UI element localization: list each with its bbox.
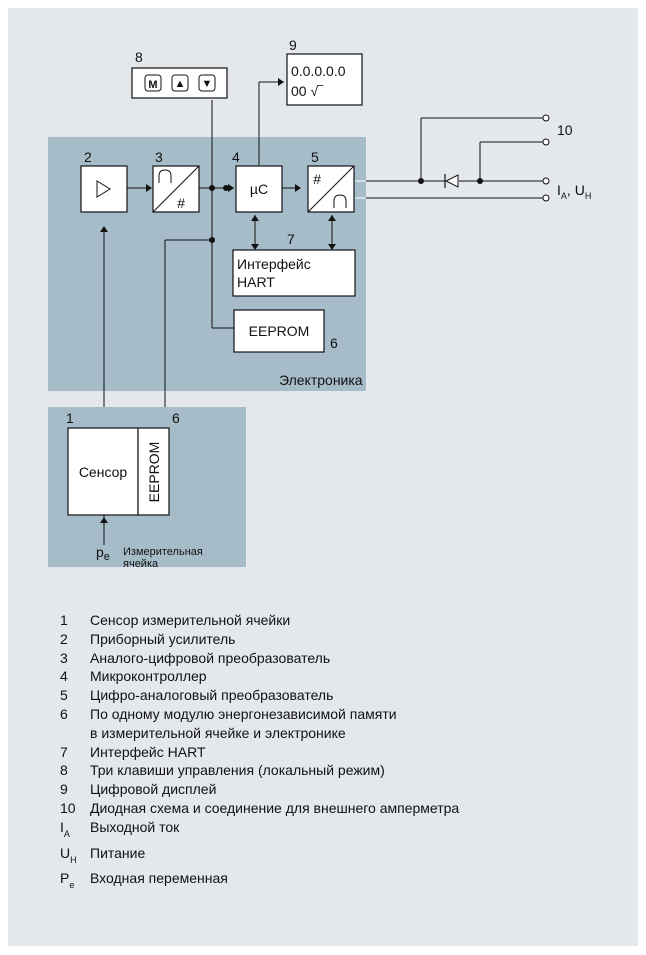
number-7: 7 — [287, 231, 295, 247]
number-3: 3 — [155, 149, 163, 165]
output-wires-inside — [355, 180, 366, 199]
key-down-icon: ▼ — [198, 74, 216, 92]
legend-key: 2 — [60, 630, 68, 647]
legend-key: 1 — [60, 612, 68, 628]
legend-item: 7 Интерфейс HART — [60, 743, 620, 762]
legend-text: Цифровой дисплей — [90, 781, 217, 798]
legend-key: 7 — [60, 743, 68, 760]
arrowheads — [100, 78, 336, 523]
legend-item: 2 Приборный усилитель — [60, 630, 620, 649]
key-up-icon: ▲ — [171, 74, 189, 92]
number-9: 9 — [289, 37, 297, 53]
legend-item: 5 Цифро-аналоговый преобразователь — [60, 686, 620, 705]
electronics-label: Электроника — [279, 372, 363, 388]
block-diagram: # µC # Интерфейс HART EEPROM M ▲ ▼ — [48, 37, 591, 570]
microcontroller-label: µC — [250, 181, 268, 197]
legend-key: 10 — [60, 799, 76, 816]
output-wires-outside — [366, 180, 406, 199]
legend-item: 6 По одному модулю энергонезависимой памя… — [60, 705, 620, 743]
sensor-label: Сенсор — [79, 464, 128, 480]
number-5: 5 — [311, 149, 319, 165]
legend-item: 1 Сенсор измерительной ячейки — [60, 611, 620, 630]
output-label: IA, UH — [557, 182, 591, 201]
legend-key: Pe — [60, 870, 75, 891]
dac-diagonal — [307, 165, 355, 213]
amplifier-block — [80, 165, 128, 213]
display-line2: 00 √‾ — [291, 83, 324, 99]
legend-text: Три клавиши управления (локальный режим) — [90, 762, 385, 779]
legend-item: UH Питание — [60, 844, 620, 870]
legend-key: 5 — [60, 687, 68, 704]
legend-item: 4 Микроконтроллер — [60, 667, 620, 686]
junction-dots — [209, 178, 483, 243]
eeprom-block — [233, 309, 325, 353]
legend-text: Выходной ток — [90, 818, 180, 835]
legend-item: IA Выходной ток — [60, 818, 620, 844]
number-10: 10 — [557, 122, 573, 138]
number-1: 1 — [66, 410, 74, 426]
hart-label-line2: HART — [237, 274, 275, 290]
hart-label-line1: Интерфейс — [237, 256, 311, 272]
digital-icon: # — [313, 171, 321, 187]
microcontroller-block — [235, 165, 283, 213]
number-4: 4 — [232, 149, 240, 165]
eeprom-label: EEPROM — [249, 323, 310, 339]
legend-key: 4 — [60, 668, 68, 685]
legend-item: 8 Три клавиши управления (локальный режим… — [60, 761, 620, 780]
legend-text: Диодная схема и соединение для внешнего … — [90, 799, 460, 816]
legend-text: Входная переменная — [90, 870, 228, 887]
legend-text: Питание — [90, 844, 146, 861]
sensor-block — [67, 427, 139, 516]
legend-item: 10 Диодная схема и соединение для внешнег… — [60, 799, 620, 818]
legend-key: 6 — [60, 705, 68, 722]
svg-text:▼: ▼ — [202, 78, 213, 90]
cell-label-line1: Измерительная — [123, 546, 203, 558]
number-8: 8 — [135, 49, 143, 65]
number-2: 2 — [84, 149, 92, 165]
legend-text: Интерфейс HART — [90, 743, 206, 760]
legend-key: UH — [60, 844, 77, 865]
number-6-electronics: 6 — [330, 335, 338, 351]
display-line1: 0.0.0.0.0 — [291, 63, 346, 79]
legend-text: По одному модулю энергонезависимой памят… — [90, 705, 397, 741]
legend-key: 9 — [60, 781, 68, 798]
legend-text: Сенсор измерительной ячейки — [90, 612, 291, 628]
legend-list: 1 Сенсор измерительной ячейки 2 Приборный у… — [60, 611, 620, 895]
legend-item: 3 Аналого-цифровой преобразователь — [60, 649, 620, 668]
hart-interface-block — [232, 249, 356, 297]
legend-text: Аналого-цифровой преобразователь — [90, 649, 331, 666]
svg-text:M: M — [148, 79, 157, 91]
diode-icon — [444, 174, 459, 188]
analog-icon — [158, 169, 172, 183]
legend-item: Pe Входная переменная — [60, 869, 620, 895]
input-pe-label: pe — [96, 544, 110, 563]
analog-icon — [333, 194, 347, 208]
legend-key: 8 — [60, 762, 68, 779]
adc-diagonal — [152, 165, 200, 213]
cell-label-line2: ячейка — [123, 558, 159, 570]
legend-key: 3 — [60, 649, 68, 666]
terminals — [542, 114, 550, 202]
amplifier-icon — [96, 180, 111, 198]
legend-item: 9 Цифровой дисплей — [60, 780, 620, 799]
legend-text: Цифро-аналоговый преобразователь — [90, 687, 334, 704]
legend-text: Микроконтроллер — [90, 668, 207, 685]
digital-display-block — [286, 53, 363, 106]
sensor-eeprom-label: EEPROM — [146, 442, 162, 503]
sensor-eeprom-block — [137, 427, 170, 516]
number-6-cell: 6 — [172, 410, 180, 426]
legend-text: Приборный усилитель — [90, 630, 236, 647]
digital-icon: # — [177, 195, 185, 211]
svg-text:▲: ▲ — [175, 78, 186, 90]
legend-key: IA — [60, 818, 70, 839]
key-m-icon: M — [144, 74, 162, 92]
